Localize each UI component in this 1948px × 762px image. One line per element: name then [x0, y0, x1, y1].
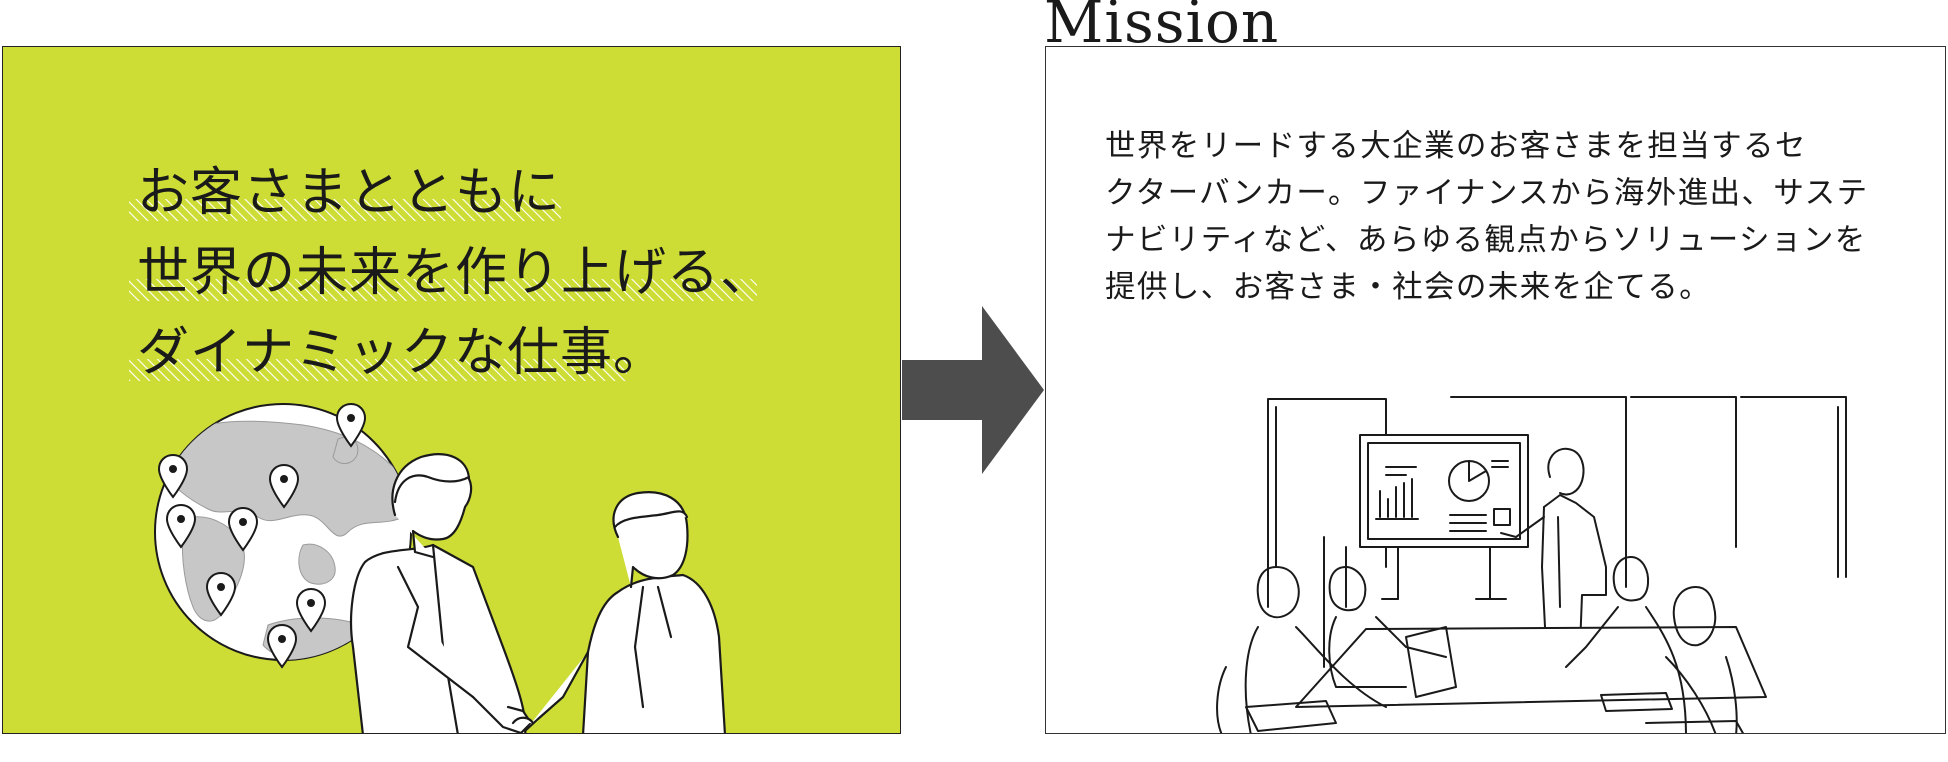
left-illustration: [3, 47, 900, 733]
meeting-presentation-icon: [1216, 396, 1847, 733]
left-panel: お客さまとともに 世界の未来を作り上げる、 ダイナミックな仕事。: [2, 46, 901, 734]
mission-line-3: ナビリティなど、あらゆる観点からソリューションを: [1105, 223, 1867, 258]
mission-line-2: クターバンカー。ファイナンスから海外進出、サステ: [1105, 176, 1869, 211]
headline: お客さまとともに 世界の未来を作り上げる、 ダイナミックな仕事。: [137, 153, 773, 393]
headline-line-1: お客さまとともに: [137, 163, 562, 223]
right-panel: 世界をリードする大企業のお客さまを担当するセ クターバンカー。ファイナンスから海…: [1045, 46, 1946, 734]
mission-body: 世界をリードする大企業のお客さまを担当するセ クターバンカー。ファイナンスから海…: [1105, 123, 1905, 311]
headline-highlight-3: [129, 359, 627, 381]
mission-title: Mission: [1044, 0, 1280, 56]
right-arrow-icon: [902, 306, 1044, 474]
globe-icon: [154, 402, 412, 669]
headline-line-2: 世界の未来を作り上げる、: [137, 243, 774, 303]
headline-line-3: ダイナミックな仕事。: [137, 323, 666, 383]
headline-highlight-1: [129, 199, 561, 221]
mission-line-4: 提供し、お客さま・社会の未来を企てる。: [1105, 270, 1712, 305]
headline-highlight-2: [129, 279, 757, 301]
mission-line-1: 世界をリードする大企業のお客さまを担当するセ: [1105, 129, 1807, 164]
handshake-businessmen-icon: [350, 453, 726, 733]
